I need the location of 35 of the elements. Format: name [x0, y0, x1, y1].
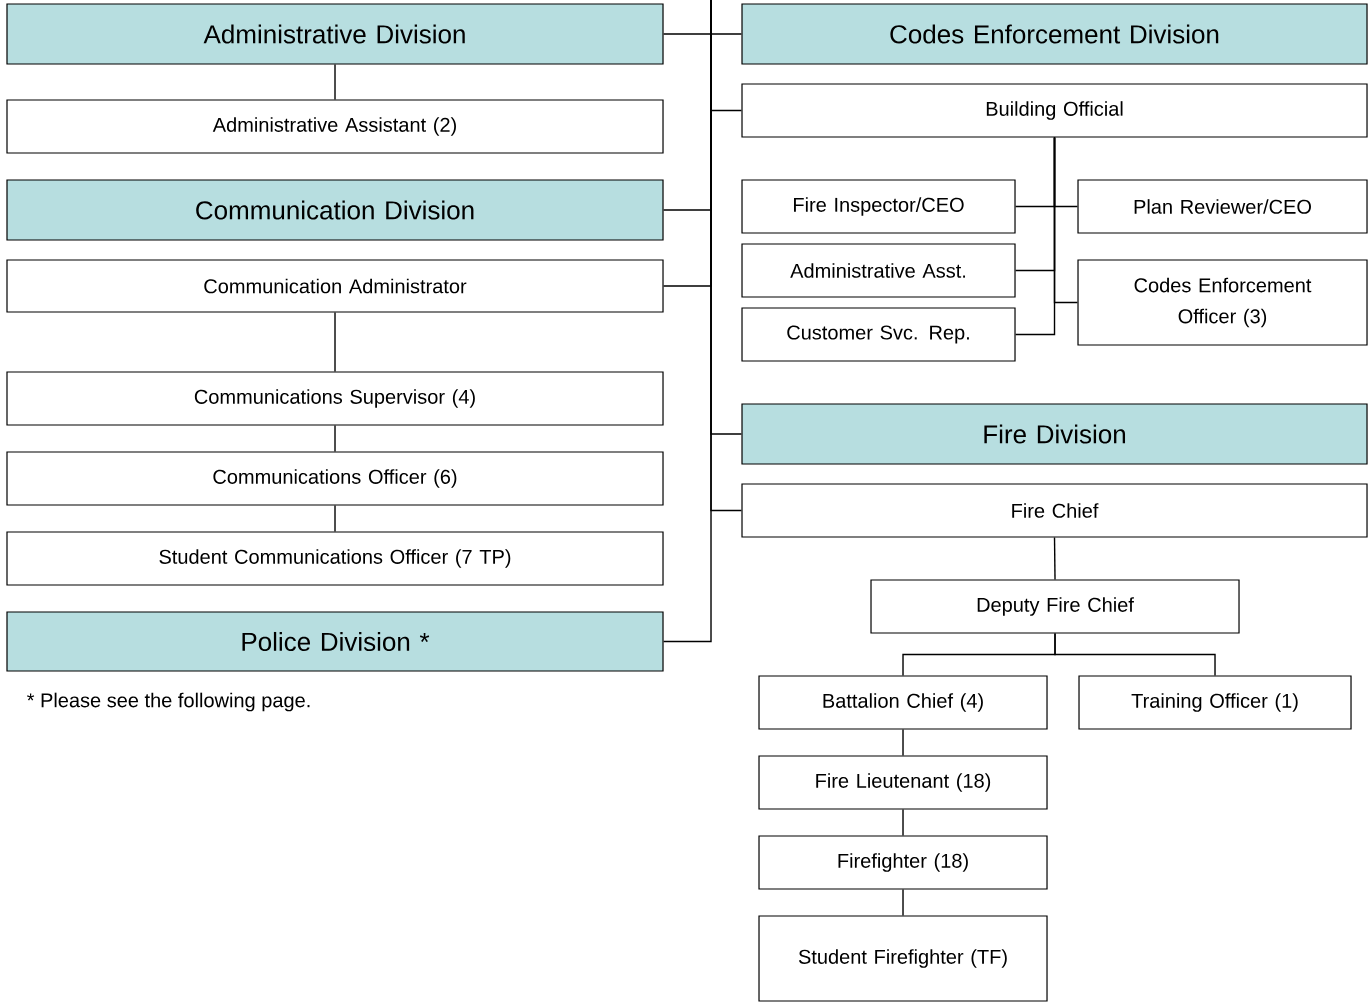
position-box: Plan Reviewer/CEO — [1077, 179, 1368, 234]
division-header-box: Police Division * — [6, 611, 664, 672]
connector-line — [662, 0, 712, 643]
connector-line — [902, 728, 904, 757]
position-box: Student Firefighter (TF) — [758, 915, 1048, 1002]
division-header-box: Communication Division — [6, 179, 664, 241]
connector-line — [1053, 536, 1056, 581]
position-box: Building Official — [741, 83, 1368, 138]
division-header-box: Codes Enforcement Division — [741, 3, 1368, 65]
connector-line — [334, 311, 336, 373]
position-box: Administrative Asst. — [741, 243, 1016, 298]
position-box: Training Officer (1) — [1078, 675, 1352, 730]
connector-line — [334, 504, 336, 533]
connector-line — [902, 888, 904, 917]
position-box: Communication Administrator — [6, 259, 664, 313]
division-header-box: Fire Division — [741, 403, 1368, 465]
position-box: Communications Officer (6) — [6, 451, 664, 506]
position-box: Fire Inspector/CEO — [741, 179, 1016, 234]
connector-line — [1054, 632, 1216, 677]
division-header-box: Administrative Division — [6, 3, 664, 65]
position-box: Fire Chief — [741, 483, 1368, 538]
position-box: Battalion Chief (4) — [758, 675, 1048, 730]
connector-line — [334, 424, 336, 453]
position-box: Codes Enforcement Officer (3) — [1077, 259, 1368, 346]
footnote-text: * Please see the following page. — [27, 692, 310, 712]
position-box: Deputy Fire Chief — [870, 579, 1240, 634]
position-box: Administrative Assistant (2) — [6, 99, 664, 154]
connector-line — [334, 63, 336, 101]
connector-line — [902, 808, 904, 837]
position-box: Student Communications Officer (7 TP) — [6, 531, 664, 586]
position-box: Communications Supervisor (4) — [6, 371, 664, 426]
position-box: Fire Lieutenant (18) — [758, 755, 1048, 810]
connector-line — [1014, 136, 1056, 336]
position-box: Firefighter (18) — [758, 835, 1048, 890]
position-box: Customer Svc. Rep. — [741, 307, 1016, 362]
